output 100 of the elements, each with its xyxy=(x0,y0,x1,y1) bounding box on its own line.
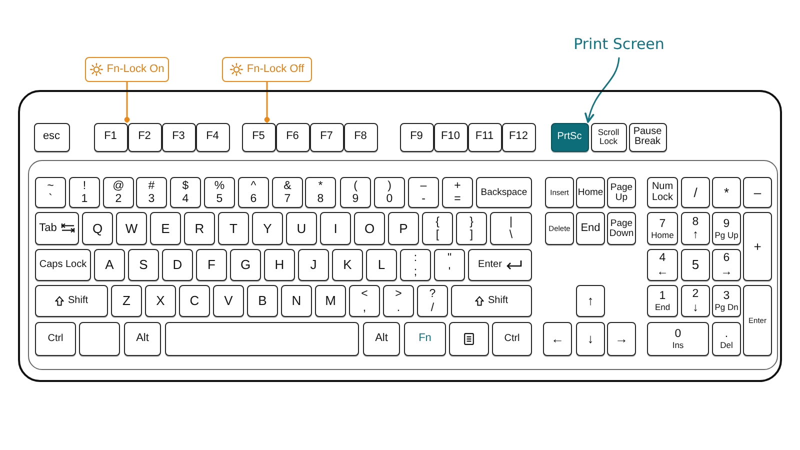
keyboard-key xyxy=(247,285,278,317)
key-label: → xyxy=(615,332,628,346)
keyboard-key xyxy=(490,212,532,245)
keyboard-key xyxy=(607,322,636,356)
keyboard-key xyxy=(712,322,741,356)
keyboard-key xyxy=(543,322,572,356)
key-label: Num Lock xyxy=(650,182,674,203)
key-label: * xyxy=(318,180,323,192)
keyboard-key xyxy=(340,177,371,208)
key-label: D xyxy=(172,258,182,272)
keyboard-key xyxy=(628,122,666,152)
key-label: / xyxy=(430,302,434,314)
keyboard-key xyxy=(363,322,400,356)
key-label: R xyxy=(194,222,204,236)
key-label: 1 xyxy=(659,290,666,302)
keyboard-key xyxy=(681,249,710,281)
key-label: Home xyxy=(651,230,674,240)
key-label: F xyxy=(208,258,216,272)
key-label: N xyxy=(292,294,302,308)
key-label: B xyxy=(258,294,267,308)
key-label: ↓ xyxy=(692,302,698,314)
keyboard-key xyxy=(103,177,134,208)
key-label: ↓ xyxy=(587,332,594,346)
key-label: ] xyxy=(470,229,474,242)
keyboard-key xyxy=(545,212,574,245)
key-label: C xyxy=(190,294,200,308)
key-label: P xyxy=(399,222,408,236)
keyboard-key xyxy=(354,212,385,245)
key-label: F4 xyxy=(206,131,219,143)
key-label: ↑ xyxy=(587,294,594,308)
keyboard-key xyxy=(320,212,351,245)
keyboard-key xyxy=(286,212,317,245)
key-label: F8 xyxy=(354,131,367,143)
key-label: @ xyxy=(112,180,124,192)
key-label: T xyxy=(230,222,238,236)
keyboard-key xyxy=(417,285,448,317)
keyboard-key xyxy=(743,285,772,356)
key-label: > xyxy=(395,288,402,300)
key-label: G xyxy=(240,258,251,272)
key-label: $ xyxy=(182,180,189,192)
keyboard-key xyxy=(145,285,176,317)
key-label: # xyxy=(148,180,155,192)
key-label: V xyxy=(224,294,233,308)
keyboard-key xyxy=(305,177,336,208)
key-label: ? xyxy=(429,288,436,300)
key-label: 9 xyxy=(723,218,730,230)
key-label: 3 xyxy=(148,193,155,206)
keyboard-key xyxy=(408,177,439,208)
keyboard-key xyxy=(111,285,142,317)
callout-box xyxy=(85,57,169,82)
key-label: K xyxy=(343,258,352,272)
keyboard-key xyxy=(647,285,678,317)
key-label: Page Up xyxy=(609,182,634,202)
keyboard-key xyxy=(712,285,741,317)
keyboard-key xyxy=(681,177,710,208)
keyboard-key xyxy=(476,177,532,208)
key-label: Enter xyxy=(478,260,502,270)
key-label: 8 xyxy=(317,193,324,206)
keyboard-key xyxy=(607,212,636,245)
keyboard-key xyxy=(128,249,159,281)
key-label: Caps Lock xyxy=(39,260,87,270)
key-label: Z xyxy=(122,294,130,308)
keyboard-key xyxy=(383,285,414,317)
keyboard-key xyxy=(607,177,636,208)
keyboard-key xyxy=(150,212,181,245)
key-label: M xyxy=(325,294,336,308)
keyboard-key xyxy=(349,285,380,317)
keyboard-key xyxy=(82,212,113,245)
keyboard-key xyxy=(264,249,295,281)
key-label: Alt xyxy=(136,333,149,345)
keyboard-key xyxy=(69,177,100,208)
key-label: F6 xyxy=(286,131,299,143)
key-label: – xyxy=(420,180,427,192)
keyboard-key xyxy=(136,177,167,208)
key-label: } xyxy=(470,216,474,228)
keyboard-key xyxy=(252,212,283,245)
key-label: 2 xyxy=(115,193,122,206)
keyboard-key xyxy=(35,177,66,208)
keyboard-key xyxy=(449,322,489,356)
key-label: PrtSc xyxy=(557,132,582,142)
keyboard-key xyxy=(712,212,741,245)
key-label: 6 xyxy=(250,193,257,206)
key-label: Fn xyxy=(418,333,432,345)
keyboard-key xyxy=(116,212,147,245)
keyboard-key xyxy=(743,212,772,281)
keyboard-key xyxy=(647,177,678,208)
key-label: Page Down xyxy=(608,218,635,238)
keyboard-key xyxy=(681,212,710,245)
keyboard-key xyxy=(366,249,397,281)
key-label: . xyxy=(724,328,728,340)
key-label: Shift xyxy=(488,296,508,306)
keyboard-key xyxy=(35,212,79,245)
key-label: esc xyxy=(42,131,60,143)
keyboard-key xyxy=(590,122,626,152)
key-label: Alt xyxy=(375,333,388,345)
key-label: X xyxy=(156,294,165,308)
key-label: Backspace xyxy=(480,188,528,198)
keyboard-key xyxy=(374,177,405,208)
keyboard-key xyxy=(451,285,532,317)
key-label: ← xyxy=(656,266,668,278)
